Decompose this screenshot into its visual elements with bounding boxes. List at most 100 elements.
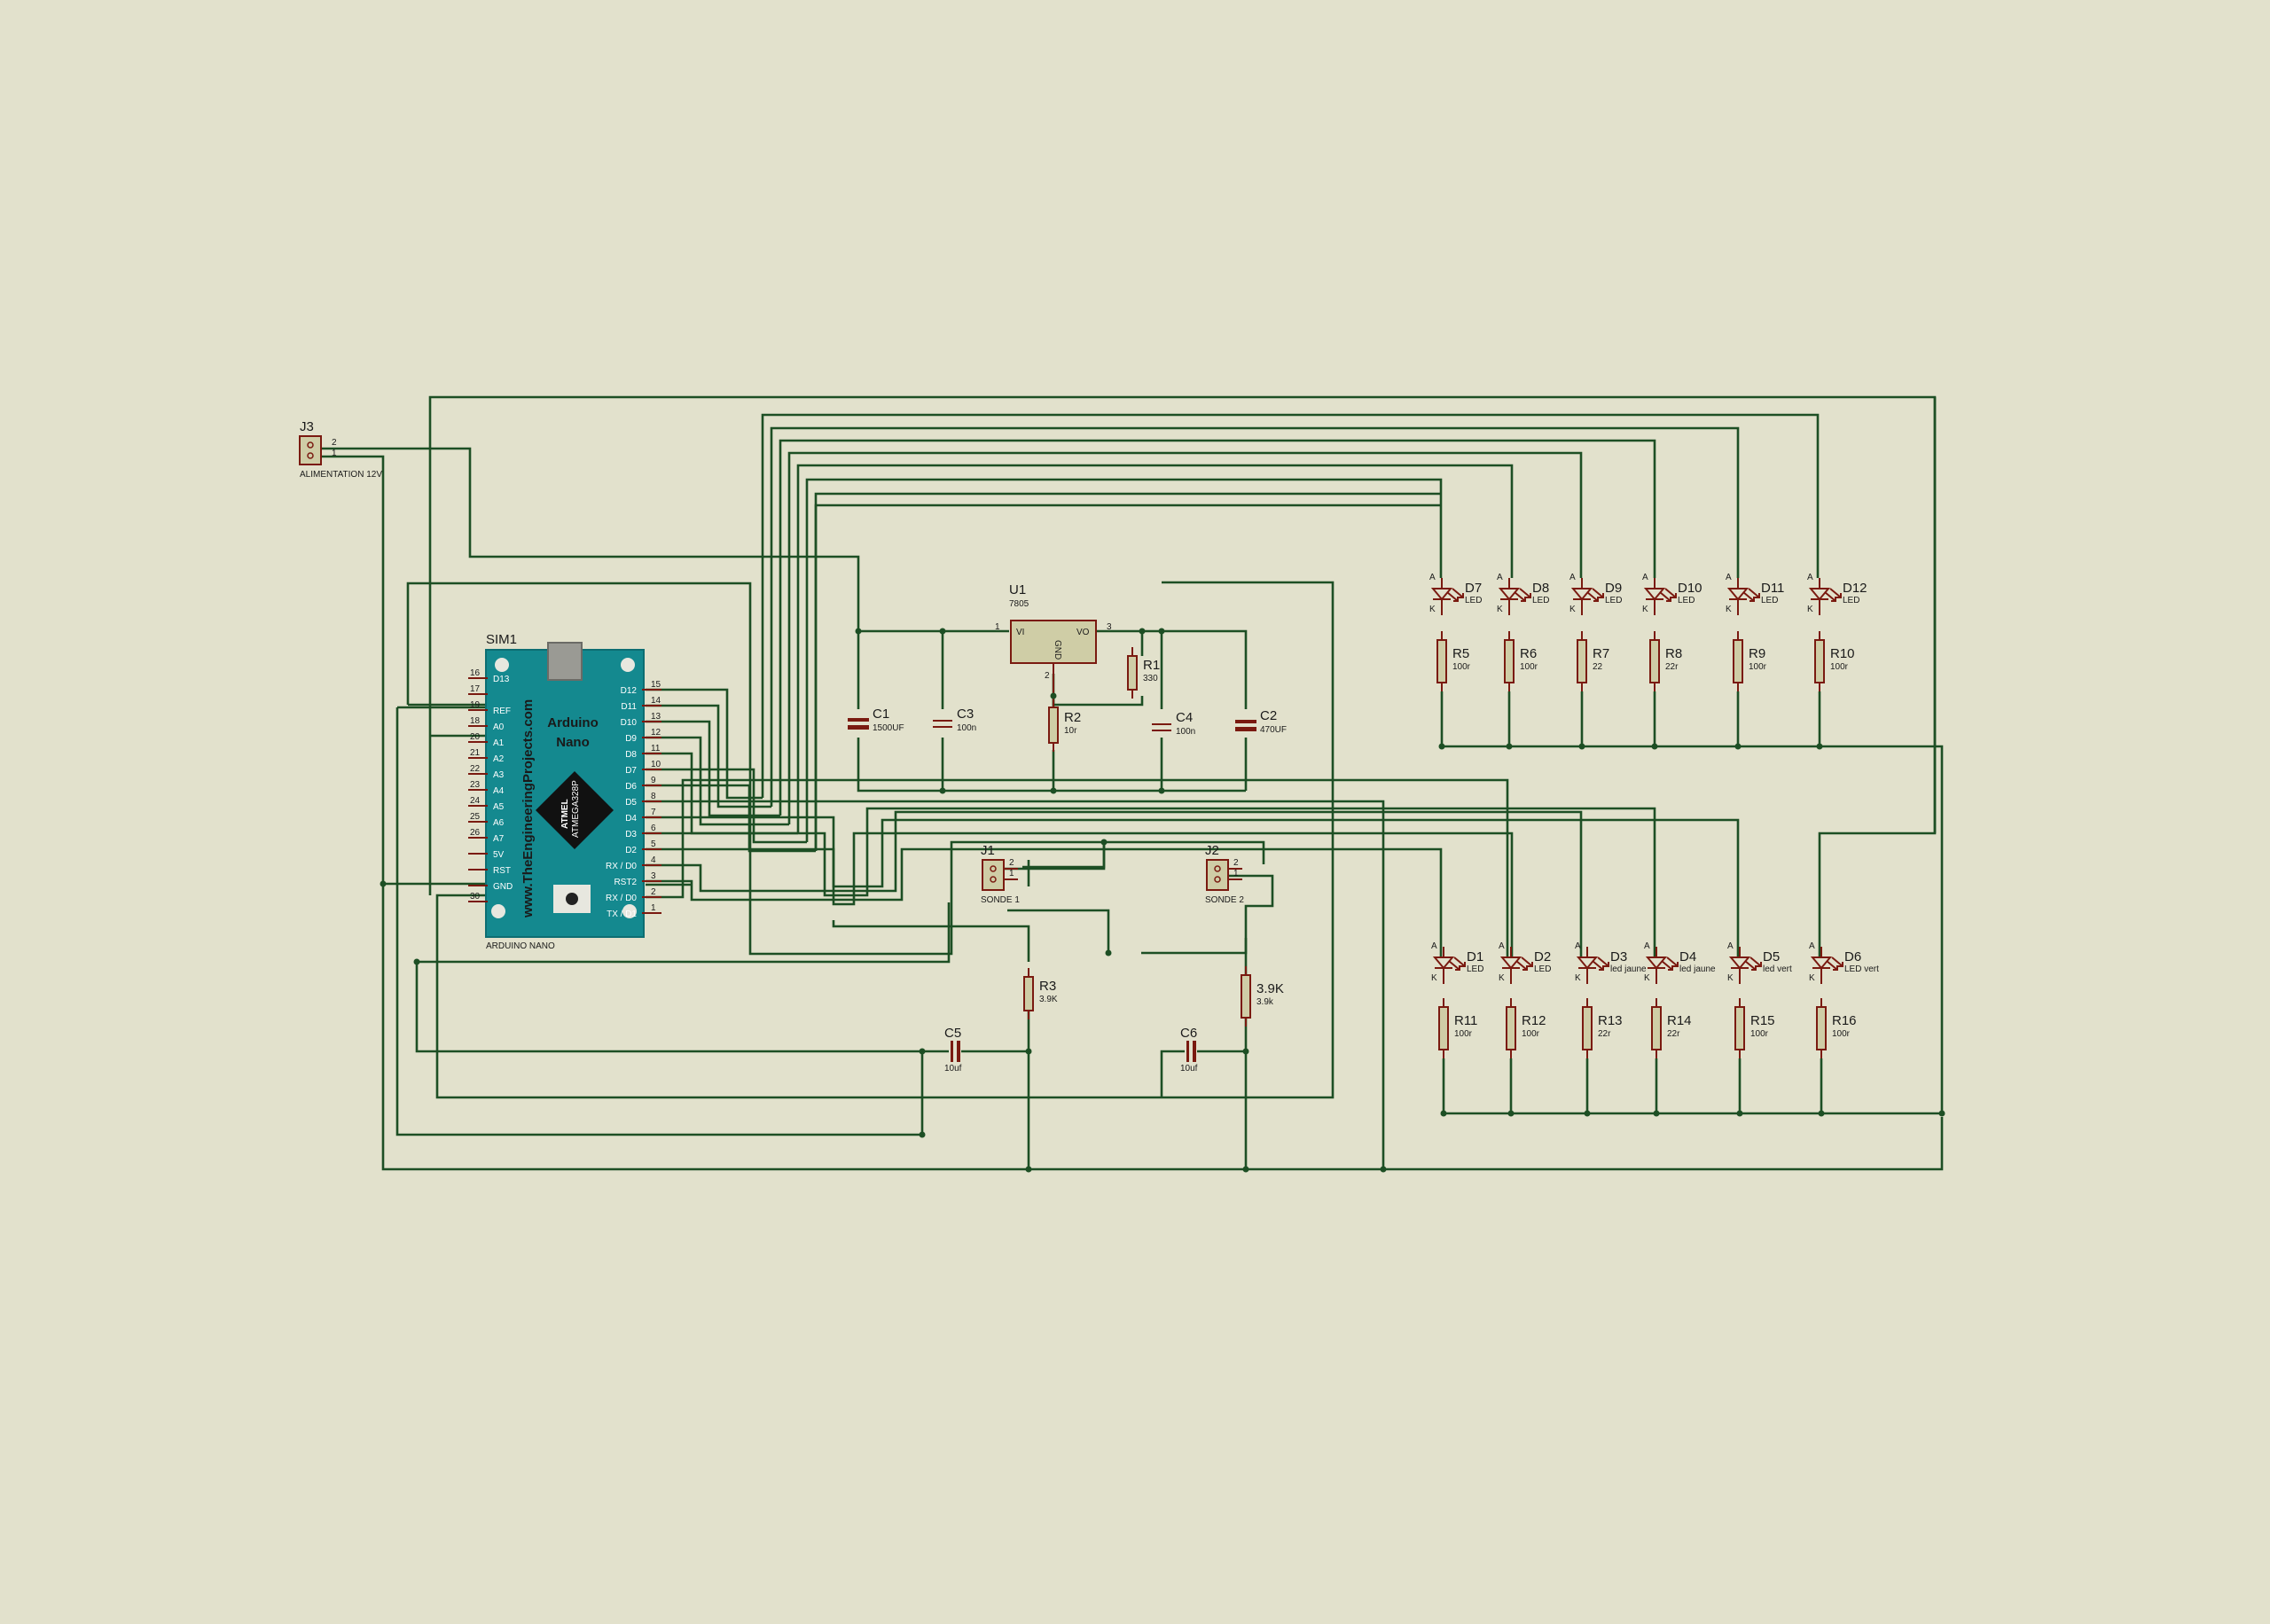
anode-label: A <box>1642 573 1648 582</box>
resistor-r10-value: 100r <box>1830 662 1849 672</box>
light-arrow-icon <box>1659 588 1677 602</box>
pin-hole <box>1214 865 1221 872</box>
cathode-label: K <box>1429 605 1436 614</box>
led-triangle <box>1726 588 1749 601</box>
left-pin-name: A4 <box>493 786 505 796</box>
pin-hole <box>307 441 314 449</box>
wire-d12 <box>646 688 763 800</box>
right-pin-num: 10 <box>651 760 661 769</box>
chip-label-2: ATMEGA328P <box>571 780 581 838</box>
mount-hole <box>491 904 505 918</box>
right-pin-name: D2 <box>625 846 637 855</box>
cathode-label: K <box>1575 973 1581 983</box>
junction-dot <box>1938 1110 1945 1117</box>
left-pin-num: 25 <box>470 812 481 822</box>
led-d6-ref: D6 <box>1844 949 1861 964</box>
anode-label: A <box>1809 941 1815 951</box>
wire-d1 <box>646 847 1443 957</box>
led-d4-value: led jaune <box>1679 964 1716 974</box>
led-triangle <box>1810 956 1833 970</box>
cathode-label: K <box>1644 973 1650 983</box>
led-d11-value: LED <box>1761 596 1778 605</box>
resistor-r4[interactable]: 3.9K3.9k <box>1241 966 1284 1027</box>
left-pin-num: 30 <box>470 892 481 902</box>
led-d2-value: LED <box>1534 964 1551 974</box>
wire-d2 <box>646 810 1583 957</box>
resistor-r13-ref: R13 <box>1598 1013 1623 1028</box>
anode-label: A <box>1644 941 1650 951</box>
resistor-r8-value: 22r <box>1665 662 1679 672</box>
arduino-nano-sim1[interactable]: ArduinoNanowww.TheEngineeringProjects.co… <box>468 632 661 951</box>
left-pin-name: A2 <box>493 754 505 764</box>
led-triangle <box>1643 588 1666 601</box>
pin-hole <box>990 876 997 883</box>
junction-dot <box>1242 1166 1249 1173</box>
wire-c6-left <box>1160 1050 1185 1097</box>
cap-plate <box>1193 1041 1196 1062</box>
led-d9-value: LED <box>1605 596 1622 605</box>
capacitor-c5-ref: C5 <box>944 1026 961 1041</box>
capacitor-c4-ref: C4 <box>1176 710 1193 725</box>
left-pin-name: A6 <box>493 818 505 828</box>
right-pin-name: RST2 <box>614 878 637 887</box>
j3-pin2: 2 <box>332 438 337 448</box>
right-pin-name: D3 <box>625 830 637 839</box>
capacitor-c2-ref: C2 <box>1260 708 1277 723</box>
light-arrow-icon <box>1592 956 1609 971</box>
cap-plate <box>1235 720 1256 723</box>
light-arrow-icon <box>1514 588 1531 602</box>
cap-plate <box>1186 1041 1189 1062</box>
led-d1-value: LED <box>1467 964 1483 974</box>
connector-body <box>299 435 322 465</box>
junction-dot <box>939 628 946 635</box>
left-pin-num: 18 <box>470 716 481 726</box>
junction-dot <box>919 1131 926 1138</box>
capacitor-c6-ref: C6 <box>1180 1026 1197 1041</box>
cathode-label: K <box>1497 605 1503 614</box>
resistor-r3[interactable]: R33.9K <box>1023 968 1058 1019</box>
right-pin-num: 4 <box>651 855 656 865</box>
left-pin-name: 5V <box>493 850 505 860</box>
capacitor-c3-value: 100n <box>957 723 976 733</box>
cap-plate <box>957 1041 960 1062</box>
resistor-body <box>1436 639 1447 683</box>
right-pin-name: RX / D0 <box>606 894 637 903</box>
capacitor-c1-ref: C1 <box>873 707 889 722</box>
